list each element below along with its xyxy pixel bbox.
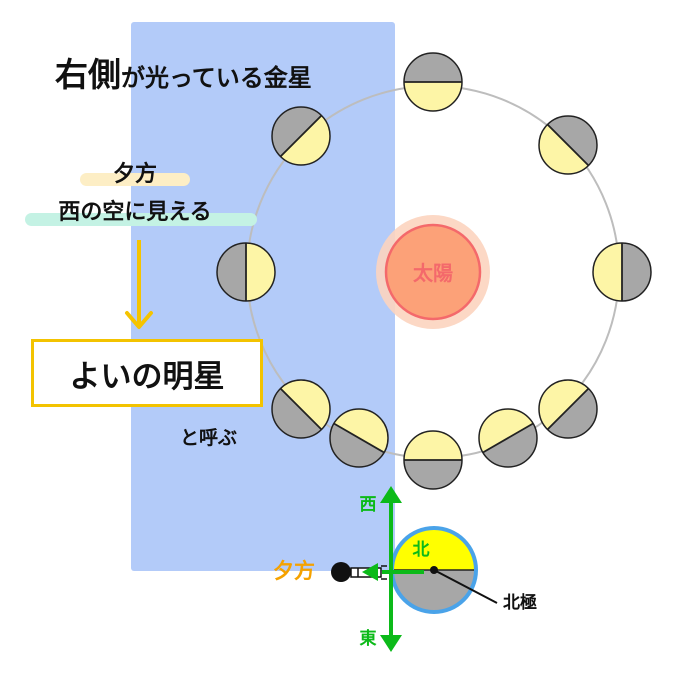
observer-figure [331, 562, 387, 582]
venus-phase-4 [538, 379, 598, 439]
venus-lit-side [593, 243, 622, 301]
venus-phase-9 [216, 242, 276, 302]
venus-terminator [482, 422, 534, 454]
facing-arrowhead [362, 563, 378, 581]
title-rest: が光っている金星 [121, 64, 312, 92]
venus-phase-7 [329, 408, 389, 468]
earth-north-label: 北 [413, 540, 430, 560]
venus-outline [329, 408, 389, 468]
venus-lit-side [539, 379, 589, 430]
venus-phase-6 [403, 430, 463, 490]
evening-label: 夕方 [112, 162, 157, 187]
venus-outline [271, 379, 331, 439]
venus-lit-side [404, 431, 462, 460]
diagram-title: 右側が光っている金星 [55, 48, 312, 96]
called-caption: と呼ぶ [180, 427, 238, 449]
venus-lit-side [280, 115, 331, 166]
earth: 北 北極 [390, 526, 537, 614]
venus-phase-1 [403, 52, 463, 112]
evening-direction-label: 夕方 [273, 559, 315, 583]
venus-phases [216, 52, 652, 490]
venus-terminator [546, 387, 590, 431]
venus-lit-side [280, 380, 331, 430]
sun: 太陽 [376, 215, 490, 329]
east-arrowhead [380, 635, 402, 652]
east-label: 東 [360, 628, 377, 649]
venus-phase-8 [271, 379, 331, 439]
venus-outline [216, 242, 276, 302]
venus-lit-side [246, 243, 275, 301]
venus-terminator [333, 422, 385, 454]
venus-outline [403, 52, 463, 112]
north-pole-label: 北極 [503, 592, 537, 613]
venus-terminator [279, 114, 323, 158]
west-sky-label: 西の空に見える [58, 200, 212, 225]
venus-outline [592, 242, 652, 302]
venus-outline [538, 379, 598, 439]
sun-body [384, 223, 482, 321]
evening-highlight [80, 173, 190, 186]
venus-lit-side [539, 124, 589, 175]
direction-axes: 西 東 夕方 [273, 486, 424, 652]
venus-lit-side [479, 409, 534, 453]
evening-sky-region [131, 22, 395, 571]
venus-outline [538, 115, 598, 175]
venus-terminator [546, 123, 590, 167]
venus-outline [478, 408, 538, 468]
sun-label: 太陽 [413, 261, 453, 285]
observer-head [331, 562, 351, 582]
venus-phase-10 [271, 106, 331, 166]
evening-star-name: よいの明星 [69, 358, 225, 395]
west-sky-highlight [25, 213, 257, 226]
west-label: 西 [360, 495, 377, 515]
venus-phase-3 [592, 242, 652, 302]
north-pole-pointer [433, 569, 498, 604]
venus-outline [271, 106, 331, 166]
title-emphasis: 右側 [55, 55, 121, 94]
evening-star-name-box: よいの明星 [31, 339, 263, 407]
venus-phase-5 [478, 408, 538, 468]
venus-terminator [279, 387, 323, 431]
venus-lit-side [333, 409, 388, 453]
venus-phase-2 [538, 115, 598, 175]
west-arrowhead [380, 486, 402, 503]
earth-day-side [394, 530, 474, 570]
venus-outline [403, 430, 463, 490]
earth-night-side [394, 570, 474, 610]
venus-lit-side [404, 82, 462, 111]
down-arrow [125, 240, 153, 329]
